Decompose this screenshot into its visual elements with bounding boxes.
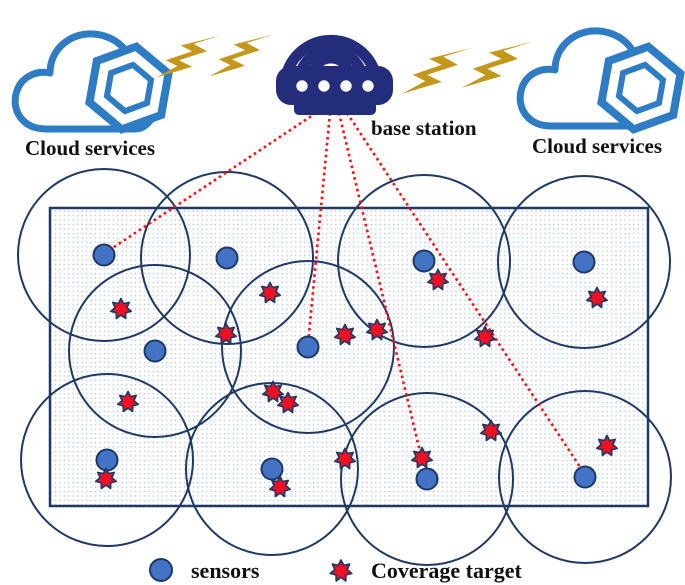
sensor-dot <box>412 249 436 273</box>
base-station-links <box>107 111 586 474</box>
sensing-range-circle <box>68 264 242 438</box>
sensing-range-circle <box>340 392 514 566</box>
base-link-line <box>306 112 332 345</box>
legend-sensor-label: sensors <box>191 558 260 583</box>
coverage-target-star <box>214 322 238 345</box>
sensing-range-circles <box>17 168 672 566</box>
sensor-dot <box>95 448 119 472</box>
coverage-target-star <box>276 391 300 414</box>
cloud-left-label: Cloud services <box>25 136 155 160</box>
sensor-dot <box>573 465 597 489</box>
cloud-right-label: Cloud services <box>532 134 662 158</box>
sensor-dot <box>415 467 439 491</box>
coverage-target-star <box>333 323 357 346</box>
coverage-target-star <box>426 268 450 291</box>
sensing-range-circle <box>140 171 314 345</box>
coverage-target-star <box>473 325 497 348</box>
coverage-target-star <box>595 434 619 457</box>
legend-target-icon <box>329 559 353 582</box>
coverage-target-star <box>585 286 609 309</box>
lightning-right-icon <box>402 41 533 94</box>
coverage-target-star <box>410 446 434 469</box>
coverage-target-star <box>261 380 285 403</box>
sensor-dot <box>92 243 116 267</box>
lightning-left-icon <box>156 34 273 78</box>
legend-target-label: Coverage target <box>371 558 523 583</box>
coverage-targets <box>94 268 619 498</box>
coverage-target-star <box>258 281 282 304</box>
coverage-target-star <box>109 297 133 320</box>
legend-icons <box>149 558 353 582</box>
coverage-target-star <box>116 390 140 413</box>
base-station-icon <box>276 35 393 115</box>
coverage-target-star <box>479 419 503 442</box>
sensor-dot <box>215 246 239 270</box>
sensing-range-circle <box>17 168 191 342</box>
sensing-range-circle <box>497 175 671 349</box>
base-station-label: base station <box>371 116 477 140</box>
hexagon-logo-right-icon <box>597 42 685 134</box>
sensing-range-circle <box>20 373 194 547</box>
coverage-target-star <box>365 318 389 341</box>
sensor-dot <box>260 457 284 481</box>
sensing-range-circle <box>337 174 511 348</box>
sensing-range-circle <box>498 390 672 564</box>
coverage-target-star <box>333 447 357 470</box>
sensor-nodes <box>92 243 597 491</box>
coverage-target-star <box>268 475 292 498</box>
sensor-dot <box>143 339 167 363</box>
sensor-dot <box>296 335 320 359</box>
coverage-target-star <box>94 467 118 490</box>
sensor-dot <box>572 250 596 274</box>
legend-sensor-icon <box>149 558 173 582</box>
